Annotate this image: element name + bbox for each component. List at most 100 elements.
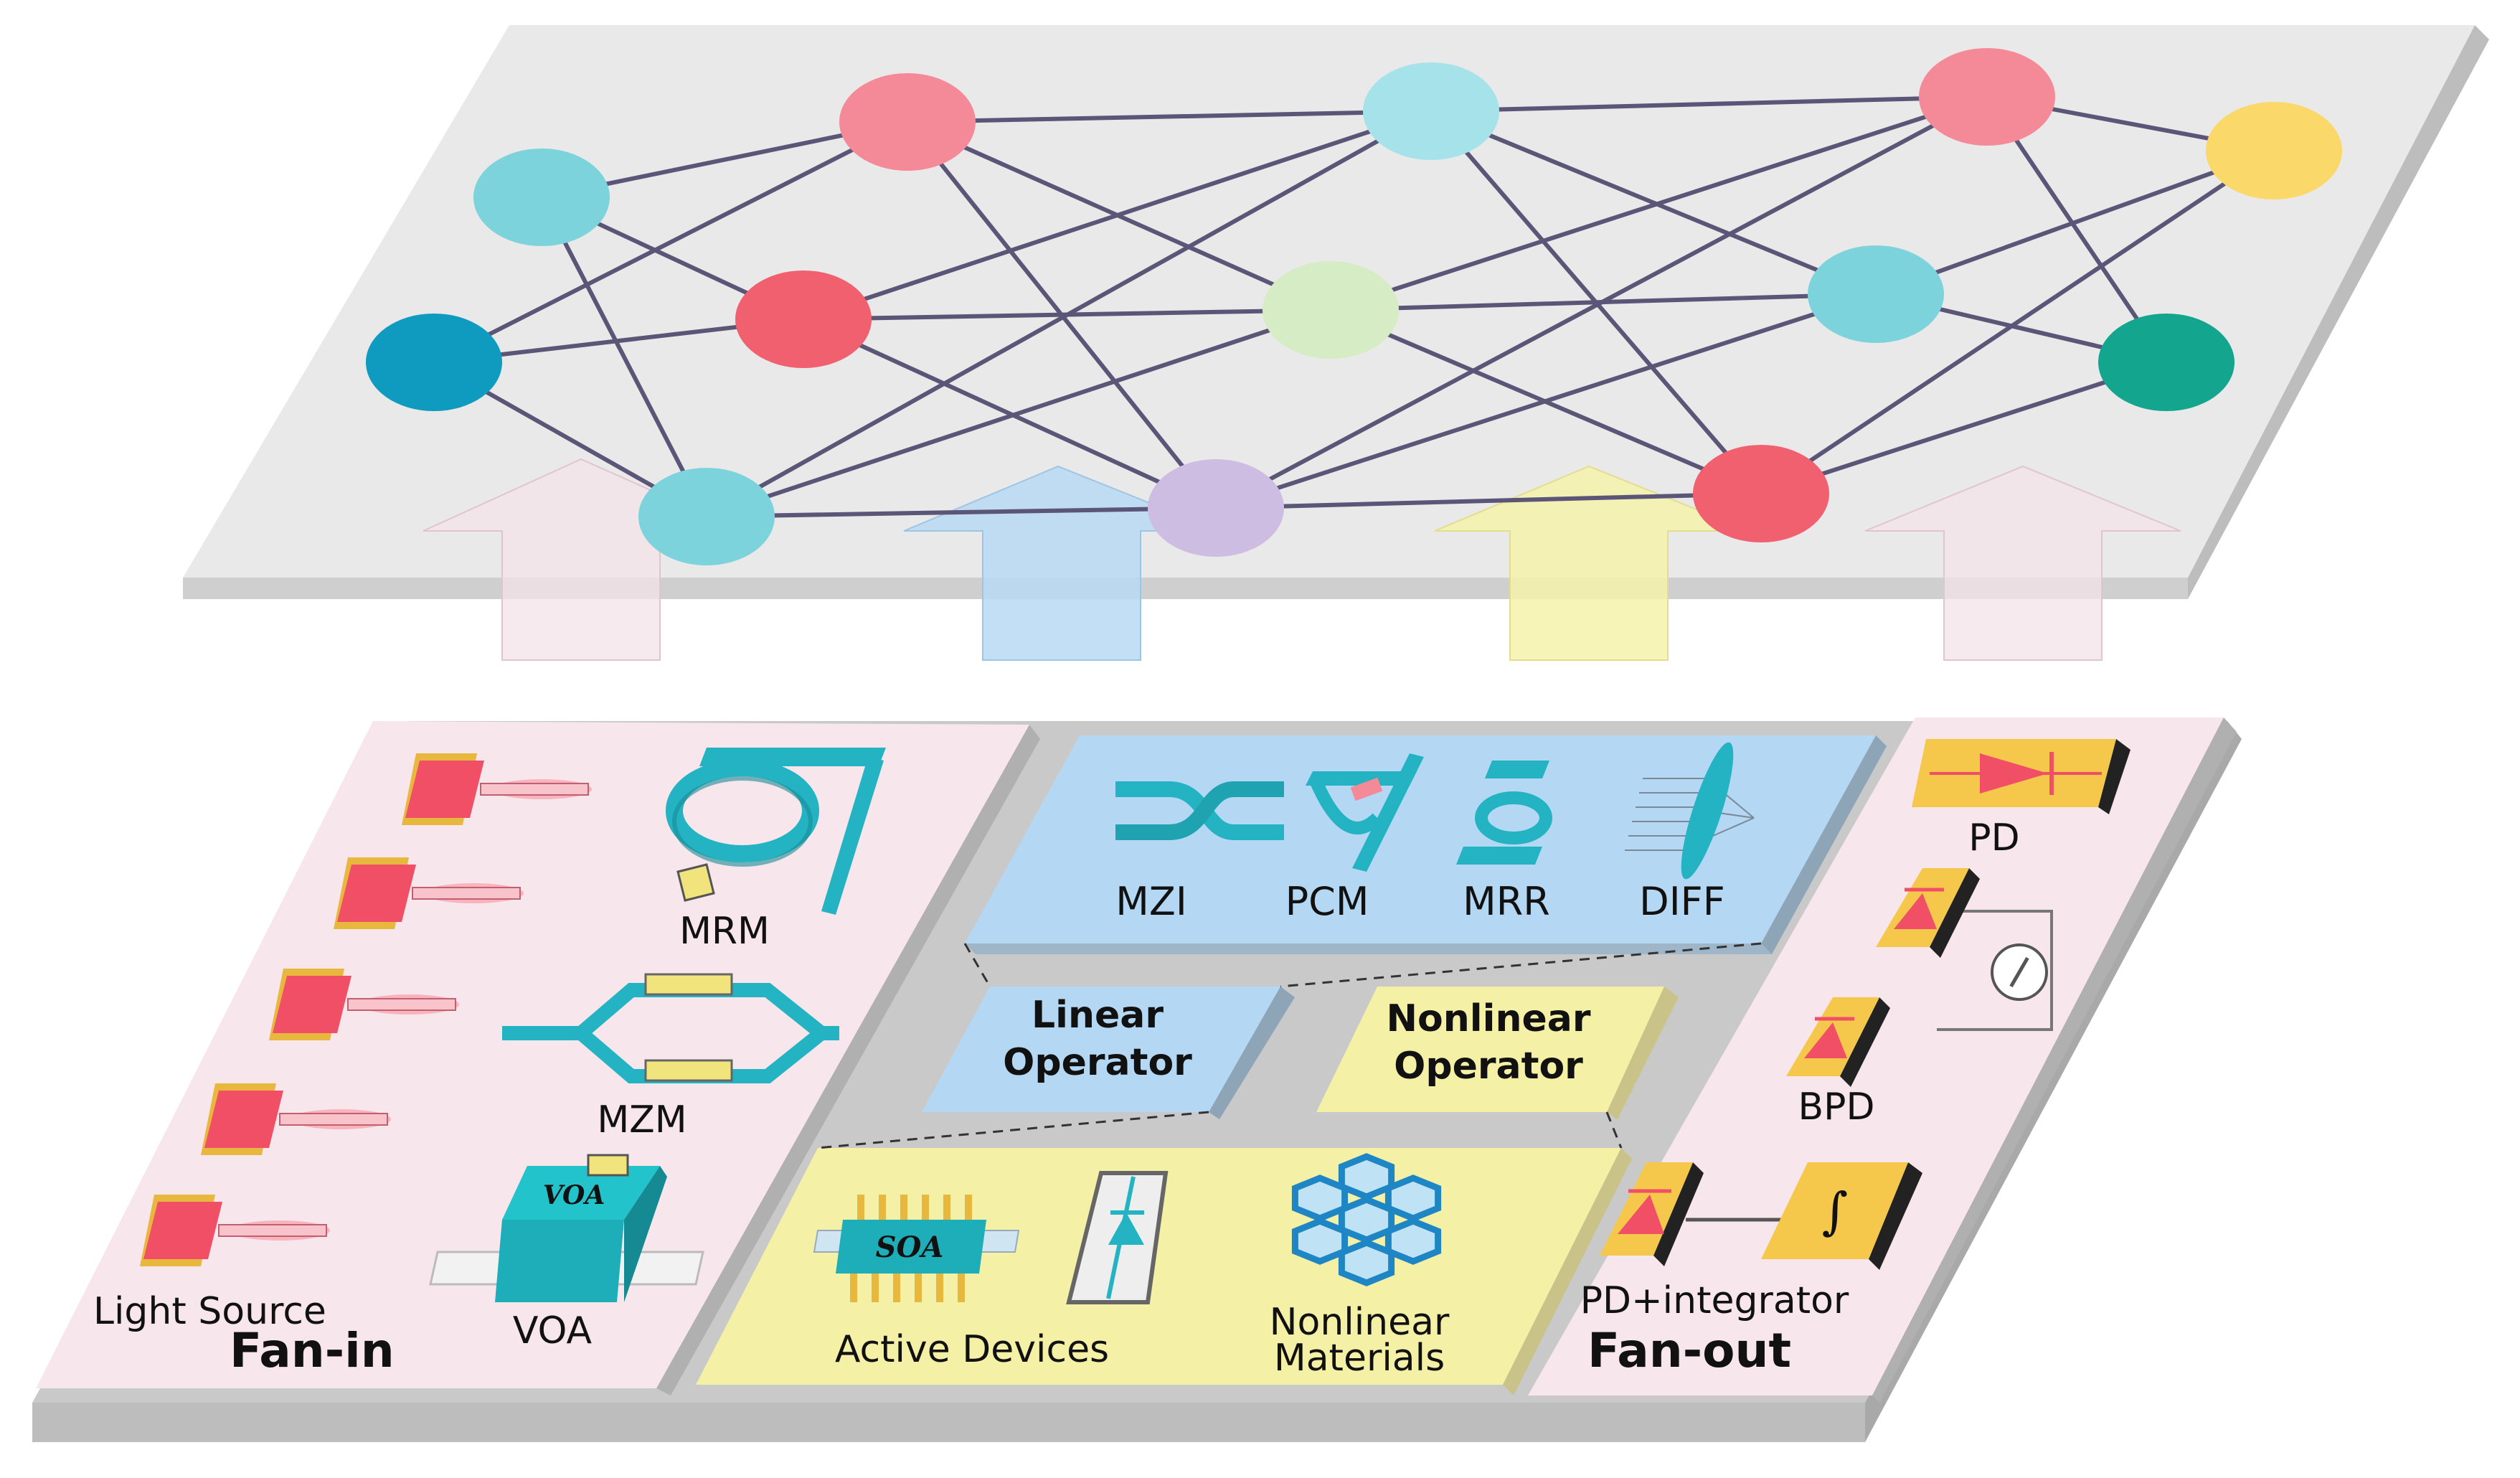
network-edge	[1330, 95, 1988, 312]
integral-symbol: ∫	[1822, 1182, 1848, 1241]
network-node-n7	[1263, 261, 1399, 359]
soa-pin	[936, 1270, 943, 1302]
pd-label: PD	[1968, 816, 2019, 860]
mrm-ring-shadow	[672, 776, 813, 867]
diff-lens	[1681, 742, 1734, 880]
network-node-n8	[1148, 459, 1284, 557]
network-node-n1	[473, 149, 610, 246]
connector-nonlinear-right	[1605, 1111, 1623, 1149]
material-hexagon	[1338, 1239, 1395, 1286]
connector-linear-left	[963, 943, 991, 987]
plane-side	[183, 578, 2188, 599]
pdi-integrator-side	[1869, 1162, 1922, 1270]
fanout-panel	[1528, 717, 2237, 1403]
pcm-curve	[1310, 779, 1382, 835]
fanin-panel-side	[656, 725, 1040, 1395]
voa-block-side	[624, 1166, 667, 1302]
mzi-label: MZI	[1115, 879, 1187, 924]
network-node-n2	[366, 314, 502, 411]
soa-pin	[922, 1195, 929, 1223]
pd-integrator-device: ∫ PD+integrator	[1580, 1162, 1922, 1322]
mrr-device: MRR	[1456, 761, 1552, 924]
nonlinear-operator-side	[1607, 987, 1679, 1119]
mzm-device: MZM	[502, 973, 839, 1142]
soa-pin	[943, 1195, 950, 1223]
material-hexagon	[1338, 1153, 1395, 1200]
light-sources	[140, 753, 592, 1266]
laser-4	[201, 1083, 391, 1155]
linear-operator-block: Linear Operator	[922, 987, 1295, 1119]
active-devices-label: Active Devices	[835, 1328, 1109, 1371]
nonlinear-materials-graphic	[1291, 1153, 1442, 1286]
pd-diode-icon	[1980, 753, 2048, 794]
soa-pin	[872, 1270, 879, 1302]
mrr-bus-bottom	[1456, 847, 1542, 865]
mrm-device: MRM	[666, 748, 886, 953]
nonlinear-materials-label-2: Materials	[1274, 1337, 1445, 1380]
soa-pin	[965, 1195, 972, 1223]
network-edge	[1215, 292, 1877, 510]
pdi-pd-side	[1653, 1162, 1704, 1266]
diff-device: DIFF	[1625, 742, 1755, 924]
dashed-connectors	[817, 942, 1762, 1149]
laser-2	[334, 857, 524, 929]
material-hexagon	[1291, 1218, 1349, 1265]
linear-operator-side	[1209, 987, 1295, 1119]
pcm-label: PCM	[1285, 879, 1369, 924]
bpd-device: BPD	[1786, 868, 2053, 1129]
laser-waveguide	[412, 887, 521, 900]
network-edge	[907, 109, 1432, 124]
saturable-absorber-device	[1066, 1171, 1169, 1304]
bpd-diode-icon	[1804, 1022, 1847, 1058]
bpd-circuit	[1937, 910, 2053, 1031]
network-edge	[1760, 149, 2275, 496]
network-node-n13	[2098, 314, 2235, 411]
network-node-n5	[638, 468, 775, 565]
mzi-device: MZI	[1115, 781, 1284, 924]
pcm-cell	[1350, 777, 1383, 801]
material-hexagon	[1291, 1175, 1349, 1222]
network-node-n4	[735, 270, 872, 368]
diff-label: DIFF	[1639, 879, 1725, 924]
pcm-waveguide	[1306, 771, 1417, 786]
mrm-electrode	[676, 863, 715, 902]
linear-arrow	[903, 465, 1220, 661]
linear-operator-label-1: Linear	[1032, 994, 1164, 1037]
bpd-lower-pd	[1786, 997, 1890, 1087]
mrr-label: MRR	[1463, 879, 1550, 924]
network-node-n6	[1363, 62, 1499, 160]
mrm-bus	[699, 748, 886, 766]
material-hexagon	[1338, 1196, 1395, 1243]
network-edge	[1215, 491, 1762, 510]
nonlinear-materials-label-1: Nonlinear	[1270, 1301, 1450, 1344]
mzm-label: MZM	[597, 1098, 686, 1142]
laser-5	[140, 1195, 330, 1266]
network-edge	[433, 120, 909, 364]
voa-label: VOA	[513, 1309, 593, 1352]
mzi-waveguide-2	[1115, 781, 1284, 840]
mrr-ring	[1475, 791, 1552, 844]
network-edge	[1760, 360, 2167, 496]
voa-block-top	[502, 1166, 660, 1220]
voa-device: VOA VOA	[429, 1154, 704, 1352]
network-edge	[803, 109, 1432, 321]
soa-pin	[857, 1195, 864, 1223]
linear-operator-label-2: Operator	[1003, 1041, 1192, 1084]
fanout-panel-top	[1528, 717, 2224, 1395]
network-edge	[1985, 95, 2169, 364]
fanout-title: Fan-out	[1587, 1323, 1791, 1378]
network-edge	[1874, 149, 2275, 296]
laser-waveguide	[480, 783, 589, 796]
laser-1	[402, 753, 592, 825]
soa-chip-label: SOA	[876, 1230, 944, 1264]
soa-pin	[893, 1270, 900, 1302]
network-nodes	[366, 48, 2342, 565]
nonlinear-operator-top	[1316, 987, 1664, 1112]
linear-device-panel	[965, 735, 1887, 954]
connector-linear-right	[1280, 942, 1762, 988]
connector-nonlinear-left	[817, 1111, 1209, 1149]
pd-device: PD	[1912, 739, 2130, 860]
network-edge	[1214, 95, 1988, 510]
platform-base-right	[1865, 721, 2242, 1442]
laser-waveguide	[347, 998, 456, 1011]
